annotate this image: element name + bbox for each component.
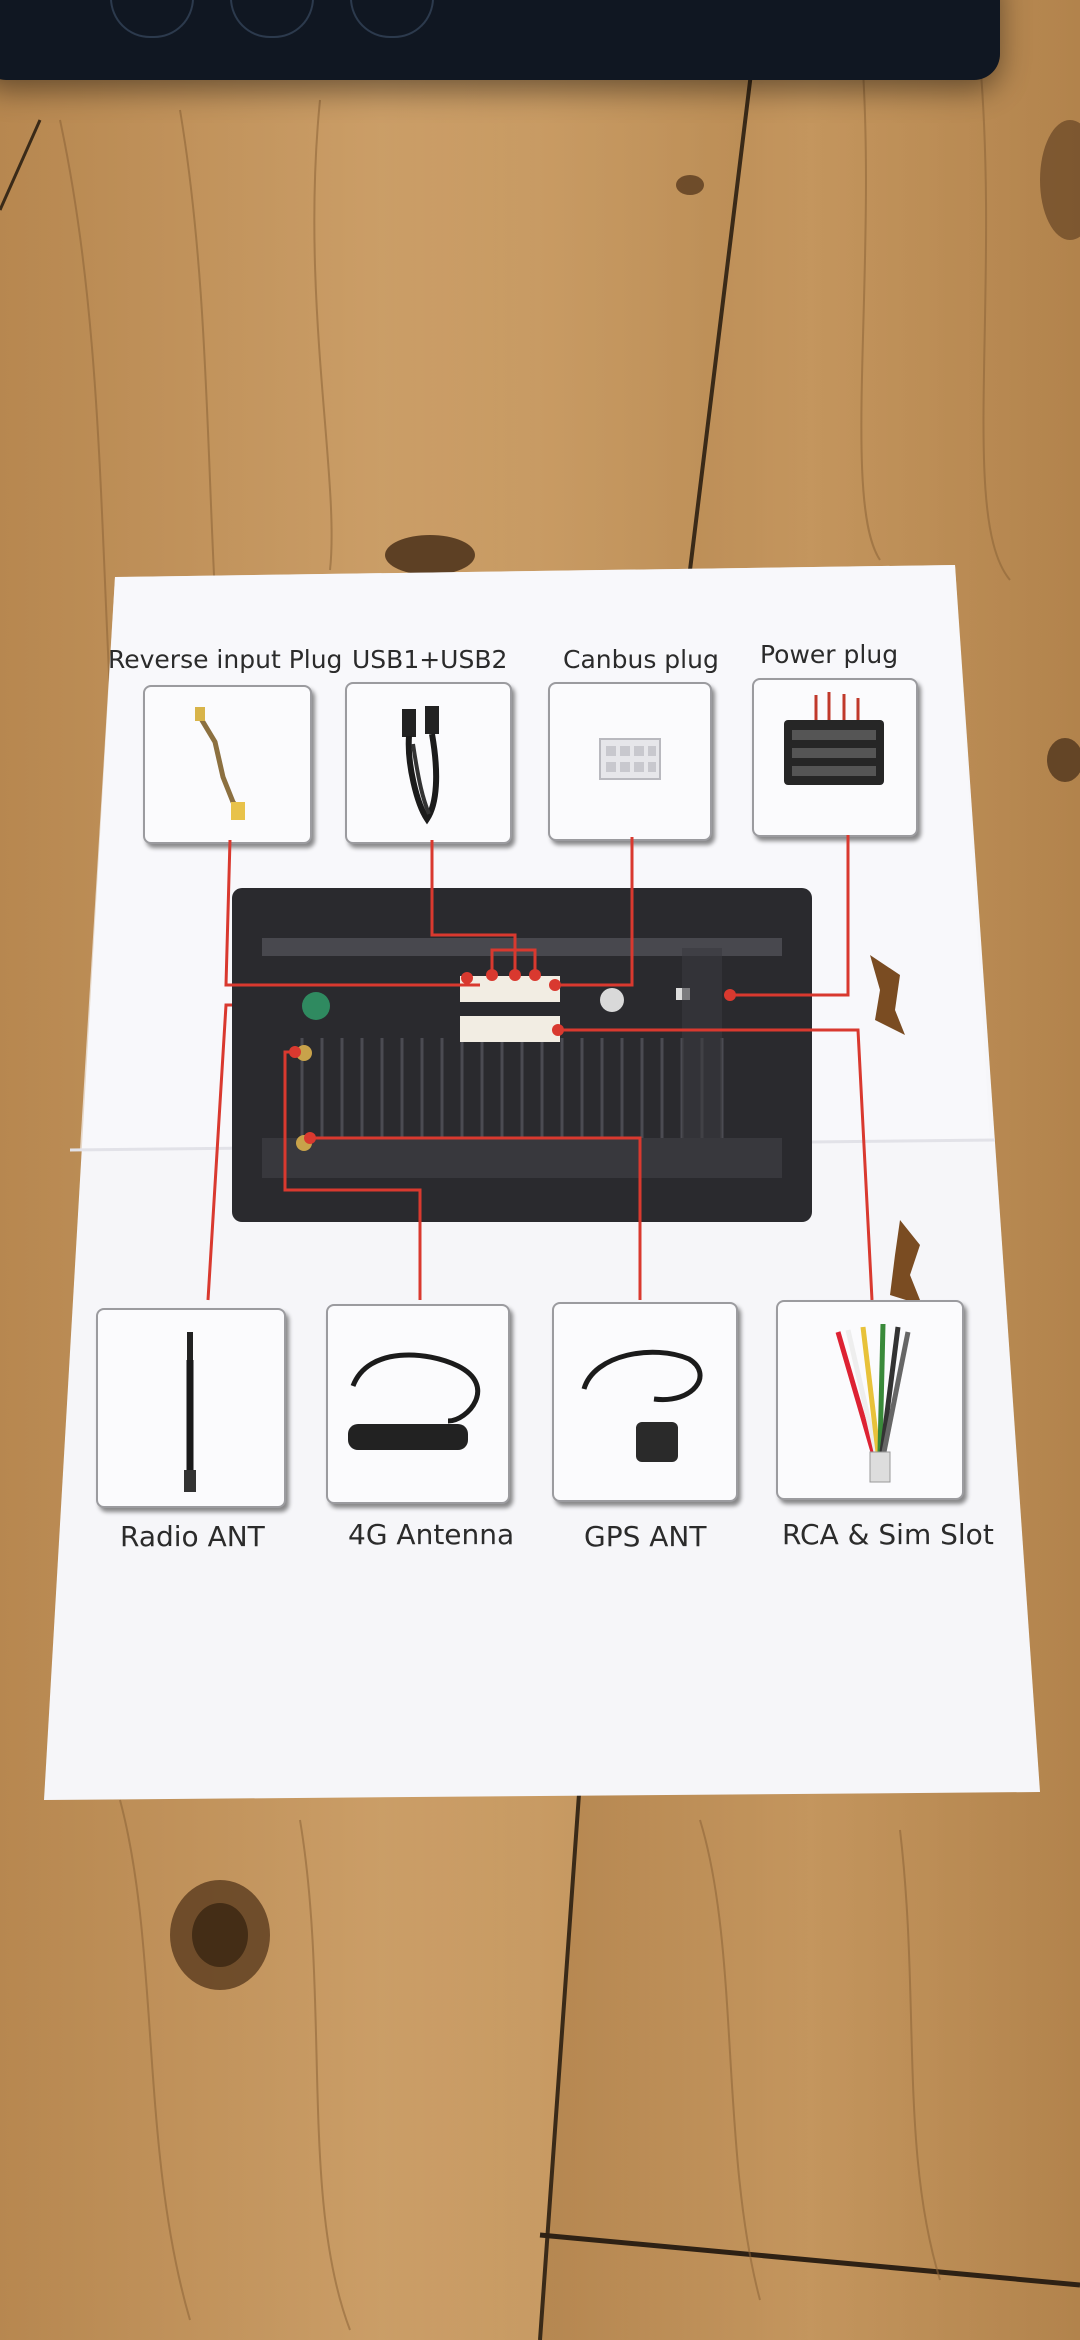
power-plug-label: Power plug [760,640,899,669]
head-unit-back [232,888,812,1222]
usb-label: USB1+USB2 [352,645,508,674]
radio-antenna-icon [184,1332,196,1492]
reverse-input-label: Reverse input Plug [108,645,343,674]
gps-ant-label: GPS ANT [584,1520,707,1553]
power-connector-icon [784,692,884,785]
canbus-label: Canbus plug [563,645,719,674]
tablet-device [0,0,1000,80]
usb-box [345,682,512,844]
reverse-plug-box [143,685,312,844]
antenna-4g-box [326,1304,510,1504]
canbus-box [548,682,712,841]
rca-sim-label: RCA & Sim Slot [782,1518,994,1551]
reverse-plug-icon [195,707,245,820]
antenna-4g-icon [348,1352,481,1450]
radio-antenna-box [96,1308,286,1508]
antenna-4g-label: 4G Antenna [348,1518,515,1551]
gps-antenna-box [552,1302,738,1502]
gps-antenna-icon [581,1349,703,1462]
paper-tear [890,1220,922,1305]
canbus-connector-icon [599,738,661,780]
rca-cable-icon [835,1323,911,1483]
power-plug-box [752,678,918,837]
radio-ant-label: Radio ANT [120,1520,265,1553]
usb-cable-icon [402,706,440,825]
paper-tear [870,955,905,1035]
rca-box [776,1300,964,1500]
